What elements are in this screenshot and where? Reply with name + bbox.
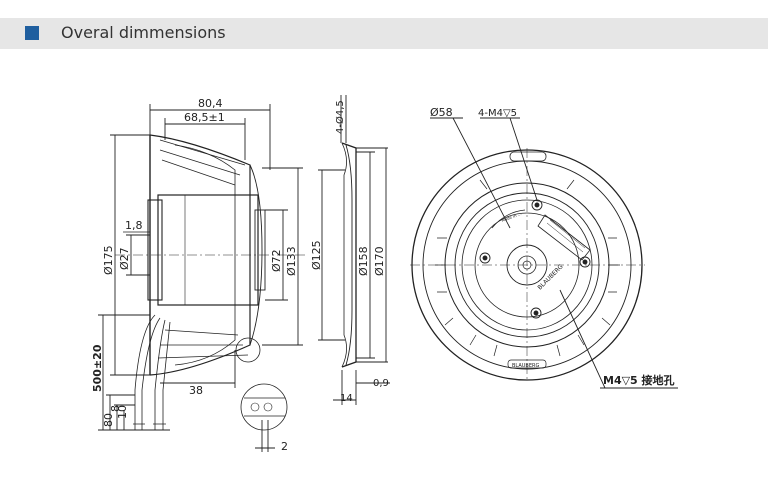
dim-170: Ø170	[373, 246, 386, 276]
side-view: 80,4 68,5±1 Ø175 Ø27 1,8 Ø72	[91, 97, 305, 453]
dim-80-4: 80,4	[198, 97, 223, 110]
ground-hole-label: M4▽5 接地孔	[603, 373, 675, 387]
section-header: Overal dimmensions	[0, 18, 768, 49]
dim-4-holes: 4-Ø4,5	[334, 100, 346, 134]
dim-80: 80	[102, 413, 115, 427]
front-view: BLAUBERG Made in ... BLAUBERG Ø58 4-M4▽5…	[410, 106, 678, 389]
dim-68-5: 68,5±1	[184, 111, 225, 124]
dim-38: 38	[189, 384, 203, 397]
dim-133: Ø133	[285, 246, 298, 276]
dim-27: Ø27	[118, 247, 131, 270]
dim-175: Ø175	[102, 245, 115, 275]
dim-8: 8	[109, 405, 122, 412]
dim-0-9: 0,9	[373, 378, 389, 389]
blue-square-icon	[25, 26, 39, 40]
motor-label-text: Made in ...	[501, 211, 522, 223]
dim-2: 2	[281, 440, 288, 453]
dim-10: 10	[116, 405, 129, 419]
brand-label-hub: BLAUBERG	[536, 263, 564, 291]
section-title: Overal dimmensions	[61, 23, 226, 42]
dim-4-m4: 4-M4▽5	[478, 108, 517, 119]
dim-72: Ø72	[270, 249, 283, 272]
brand-label-bottom: BLAUBERG	[512, 363, 539, 369]
dim-14: 14	[340, 393, 353, 404]
section-view: 4-Ø4,5 Ø125 Ø158 Ø170 14 0,9	[310, 95, 390, 405]
dim-1-8: 1,8	[125, 219, 143, 232]
dim-58: Ø58	[430, 106, 453, 119]
dim-500-20: 500±20	[91, 344, 104, 392]
dim-158: Ø158	[357, 246, 370, 276]
dim-125: Ø125	[310, 240, 323, 270]
